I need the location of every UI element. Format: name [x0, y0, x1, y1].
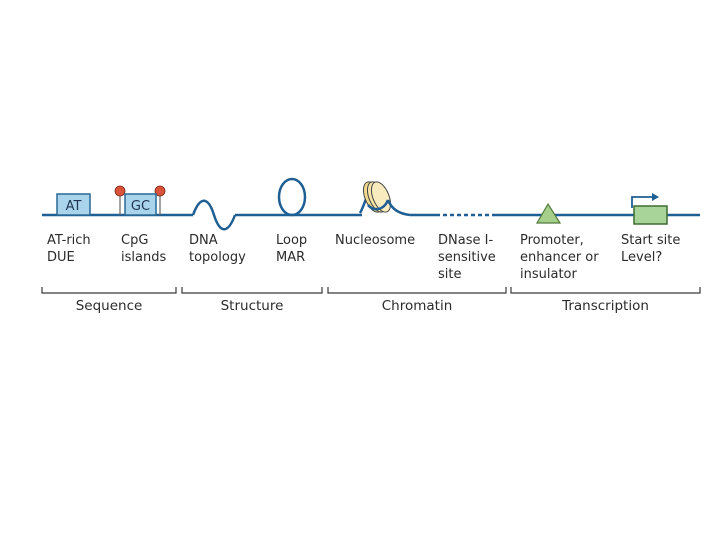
dna-topology-label: DNA topology — [189, 232, 246, 266]
sequence-group-label: Sequence — [42, 298, 176, 314]
start-site-label: Start site Level? — [621, 232, 680, 266]
dnase-site-label: DNase I- sensitive site — [438, 232, 496, 283]
chromatin-bracket — [328, 287, 506, 293]
nucleosome-icon — [360, 179, 410, 215]
structure-group-label: Structure — [182, 298, 322, 314]
transcription-group-label: Transcription — [511, 298, 700, 314]
cpg-islands-label: CpG islands — [121, 232, 166, 266]
structure-bracket — [182, 287, 322, 293]
nucleosome-label: Nucleosome — [335, 232, 415, 249]
chromatin-group-label: Chromatin — [328, 298, 506, 314]
loop-mar-label: Loop MAR — [276, 232, 307, 266]
promoter-label: Promoter, enhancer or insulator — [520, 232, 599, 283]
loop-mar-icon — [279, 179, 305, 215]
sequence-bracket — [42, 287, 176, 293]
at-box-label: AT — [66, 199, 82, 214]
at-rich-due-label: AT-rich DUE — [47, 232, 91, 266]
transcription-start-box — [634, 206, 667, 224]
transcription-bracket — [511, 287, 700, 293]
promoter-triangle-icon — [537, 204, 560, 223]
dna-topology-wave — [193, 201, 235, 230]
gc-box-label: GC — [131, 199, 150, 214]
